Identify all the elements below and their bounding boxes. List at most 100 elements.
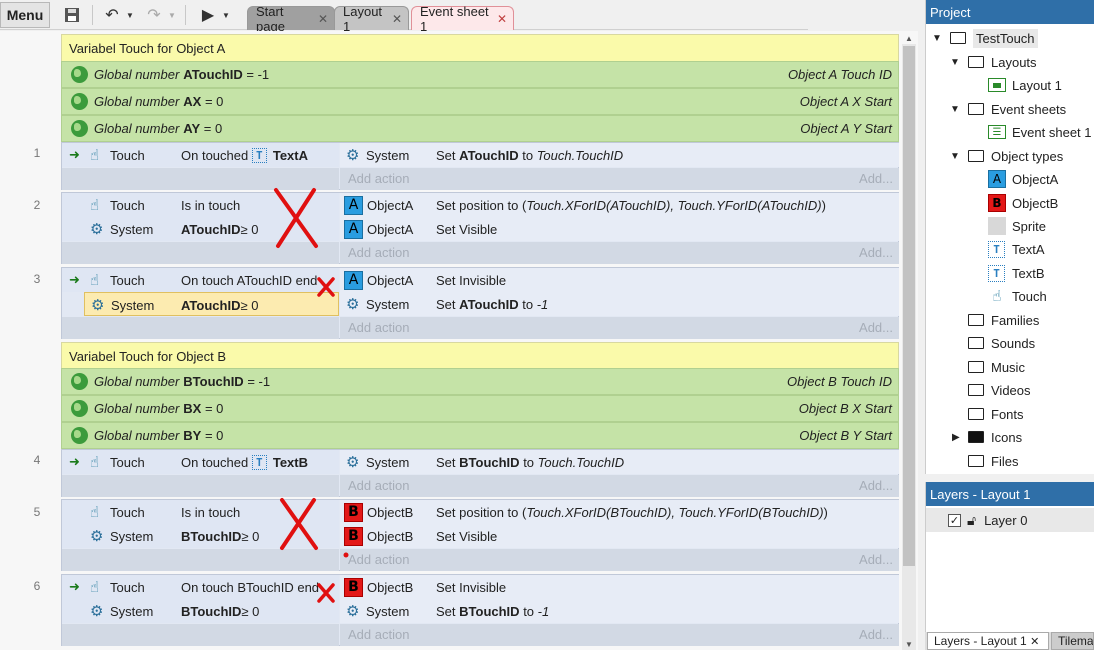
collapsed-arrow-icon[interactable]: ▶ (952, 431, 960, 443)
add-more-link[interactable]: Add... (859, 478, 893, 493)
condition-row[interactable]: ⚙System BTouchID ≥ 0 (62, 599, 339, 623)
unlock-icon[interactable]: 🔓︎ (967, 511, 977, 528)
tree-event-sheet-1[interactable]: ☰Event sheet 1 (988, 121, 1092, 143)
event-3[interactable]: ➜ ☝Touch On touch ATouchID end ⚙System A… (61, 267, 899, 339)
tree-music[interactable]: Music (968, 356, 1025, 378)
redo-icon[interactable]: ↷ (147, 7, 161, 24)
scroll-up-icon[interactable]: ▲ (905, 34, 913, 43)
tree-files[interactable]: Files (968, 450, 1018, 472)
event-2[interactable]: ☝Touch Is in touch ⚙System ATouchID ≥ 0 … (61, 192, 899, 264)
tree-event-sheets[interactable]: ▼Event sheets (950, 98, 1066, 120)
event-group-b[interactable]: Variabel Touch for Object B (61, 342, 899, 370)
tab-start-page[interactable]: Start page✕ (247, 4, 335, 34)
tree-families[interactable]: Families (968, 309, 1039, 331)
save-icon[interactable] (60, 4, 84, 26)
expand-arrow-icon[interactable]: ▼ (950, 103, 960, 115)
event-group-a[interactable]: Variabel Touch for Object A (61, 34, 899, 62)
menu-button[interactable]: Menu (0, 2, 50, 28)
close-icon[interactable]: ✕ (391, 11, 402, 26)
event-5[interactable]: ☝Touch Is in touch ⚙System BTouchID ≥ 0 … (61, 499, 899, 571)
tree-root[interactable]: ▼TestTouch (932, 27, 1038, 49)
tab-layout-1[interactable]: Layout 1✕ (334, 4, 409, 34)
condition-row[interactable]: ☝Touch Is in touch (62, 193, 339, 217)
add-action-row[interactable]: Add action Add... (340, 317, 899, 339)
tree-videos[interactable]: Videos (968, 379, 1031, 401)
action-row[interactable]: ⚙System Set BTouchID to Touch.TouchID (340, 450, 899, 474)
expand-arrow-icon[interactable]: ▼ (932, 32, 942, 44)
close-icon[interactable]: ✕ (317, 11, 328, 26)
tree-object-types[interactable]: ▼Object types (950, 145, 1063, 167)
scroll-down-icon[interactable]: ▼ (905, 640, 913, 649)
close-icon[interactable]: ✕ (1030, 635, 1040, 648)
touch-icon: ☝ (90, 579, 100, 596)
add-action-link[interactable]: Add action (348, 627, 410, 642)
add-action-row[interactable]: Add action Add... (340, 475, 899, 497)
tree-icons[interactable]: ▶Icons (952, 426, 1022, 448)
close-icon[interactable]: ✕ (496, 11, 507, 26)
undo-dropdown-icon[interactable]: ▼ (126, 10, 134, 20)
add-more-link[interactable]: Add... (859, 552, 893, 567)
add-action-link[interactable]: Add action (348, 171, 410, 186)
add-more-link[interactable]: Add... (859, 320, 893, 335)
action-row[interactable]: ⚙System Set ATouchID to Touch.TouchID (340, 143, 899, 167)
add-action-row[interactable]: Add action Add... (340, 168, 899, 190)
expand-arrow-icon[interactable]: ▼ (950, 56, 960, 68)
play-dropdown-icon[interactable]: ▼ (222, 10, 230, 20)
tree-sounds[interactable]: Sounds (968, 332, 1035, 354)
add-action-row[interactable]: Add action Add... (340, 549, 899, 571)
condition-row[interactable]: ➜ ☝Touch On touch BTouchID end (62, 575, 339, 599)
scrollbar-thumb[interactable] (903, 46, 915, 566)
add-action-link[interactable]: Add action (348, 320, 410, 335)
add-action-link[interactable]: Add action (348, 245, 410, 260)
condition-row[interactable]: ☝Touch Is in touch (62, 500, 339, 524)
add-more-link[interactable]: Add... (859, 627, 893, 642)
event-6[interactable]: ➜ ☝Touch On touch BTouchID end ⚙System B… (61, 574, 899, 646)
play-icon[interactable]: ▶ (201, 7, 215, 24)
redo-dropdown-icon[interactable]: ▼ (168, 10, 176, 20)
tree-layout-1[interactable]: Layout 1 (988, 74, 1062, 96)
add-more-link[interactable]: Add... (859, 171, 893, 186)
action-row[interactable]: ⚙System Set ATouchID to -1 (340, 292, 899, 316)
add-more-link[interactable]: Add... (859, 245, 893, 260)
add-action-link[interactable]: Add action (348, 478, 410, 493)
tree-fonts[interactable]: Fonts (968, 403, 1024, 425)
condition-row[interactable]: ⚙System ATouchID ≥ 0 (62, 217, 339, 241)
tab-layers-layout-1[interactable]: Layers - Layout 1 ✕ (927, 632, 1049, 650)
tab-event-sheet-1[interactable]: Event sheet 1✕ (411, 4, 514, 34)
checkbox-icon[interactable]: ✓ (948, 513, 961, 527)
tab-tilemap[interactable]: Tilema (1051, 632, 1094, 650)
tree-layouts[interactable]: ▼Layouts (950, 51, 1037, 73)
action-row[interactable]: ⚙System Set BTouchID to -1 (340, 599, 899, 623)
layer-row[interactable]: ✓ 🔓︎ Layer 0 (926, 508, 1094, 532)
undo-icon[interactable]: ↶ (105, 7, 119, 24)
add-action-row[interactable]: Add action Add... (340, 242, 899, 264)
condition-row-selected[interactable]: ⚙System ATouchID ≥ 0 (84, 292, 339, 316)
tree-touch[interactable]: ☝Touch (988, 285, 1046, 307)
condition-row[interactable]: ⚙System BTouchID ≥ 0 (62, 524, 339, 548)
add-action-row[interactable]: Add action Add... (340, 624, 899, 646)
tree-sprite[interactable]: Sprite (988, 215, 1046, 237)
condition-row[interactable]: ➜ ☝Touch On touch ATouchID end (62, 268, 339, 292)
add-action-link[interactable]: Add action (348, 552, 410, 567)
expand-arrow-icon[interactable]: ▼ (950, 150, 960, 162)
